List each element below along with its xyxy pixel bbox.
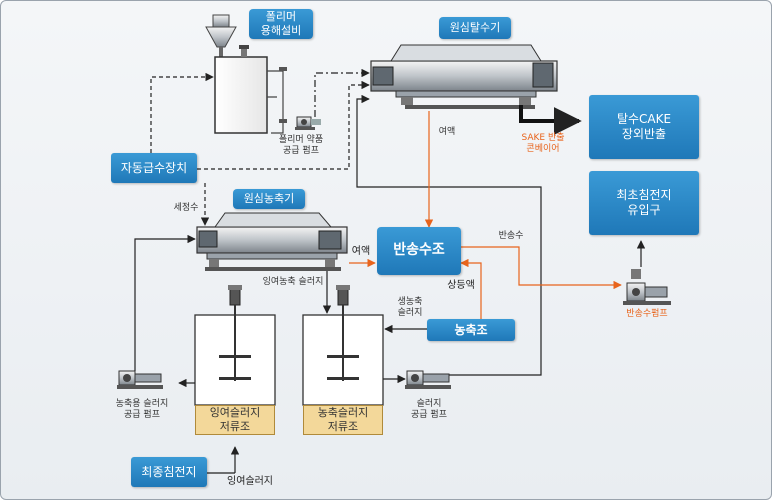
dashed-lines <box>150 68 370 226</box>
centrifuge-dewater-label: 원심탈수기 <box>439 17 511 39</box>
centrifuge-thickener-label: 원심농축기 <box>233 189 305 209</box>
auto-water-unit: 자동급수장치 <box>111 153 197 183</box>
thick-feed-pump-label: 농축용 슬러지 공급 펌프 <box>115 398 169 420</box>
polymer-pump <box>295 116 321 130</box>
return-tank-unit: 반송수조 <box>377 227 461 275</box>
polymer-unit-label: 폴리머 용해설비 <box>249 9 313 39</box>
sludge-feed-pump-label: 슬러지 공급 펌프 <box>411 398 447 420</box>
filtrate-mid-label: 여액 <box>351 245 371 257</box>
orange-lines <box>349 111 622 319</box>
thickening-tank-unit: 농축조 <box>427 319 515 341</box>
polymer-dissolving-unit <box>205 14 287 134</box>
raw-thick-sludge-label: 생농축 슬러지 <box>397 296 423 318</box>
return-pump-label: 반송수펌프 <box>626 309 668 320</box>
surplus-storage-label: 잉여슬러지 저류조 <box>195 405 275 435</box>
filtrate-top-label: 여액 <box>438 127 456 138</box>
surplus-sludge-label: 잉여슬러지 <box>227 475 273 487</box>
cake-out-unit: 탈수CAKE 장외반출 <box>589 95 699 159</box>
thick-feed-pump <box>117 370 163 389</box>
surplus-thick-sludge-label: 잉여농축 슬러지 <box>262 277 324 288</box>
final-clarifier-unit: 최종침전지 <box>131 457 207 487</box>
thick-storage-tank <box>302 285 384 406</box>
polymer-pump-label: 폴리머 약품 공급 펌프 <box>278 134 324 156</box>
solid-lines <box>134 94 646 474</box>
cake-conveyor-label: SAKE 반출 콘베이어 <box>521 132 565 154</box>
return-pump <box>623 269 671 305</box>
centrifuge-thickener-machine <box>196 212 348 271</box>
cake-arrow <box>519 105 582 135</box>
return-water-label: 반송수 <box>498 231 524 242</box>
thick-storage-label: 농축슬러지 저류조 <box>303 405 383 435</box>
surplus-storage-tank <box>194 285 276 406</box>
sludge-feed-pump <box>405 370 451 389</box>
final-inlet-unit: 최초침전지 유입구 <box>589 171 699 235</box>
wash-water-label: 세정수 <box>173 203 199 214</box>
centrifuge-dewater-machine <box>370 44 558 109</box>
supernatant-label: 상등액 <box>447 279 475 291</box>
